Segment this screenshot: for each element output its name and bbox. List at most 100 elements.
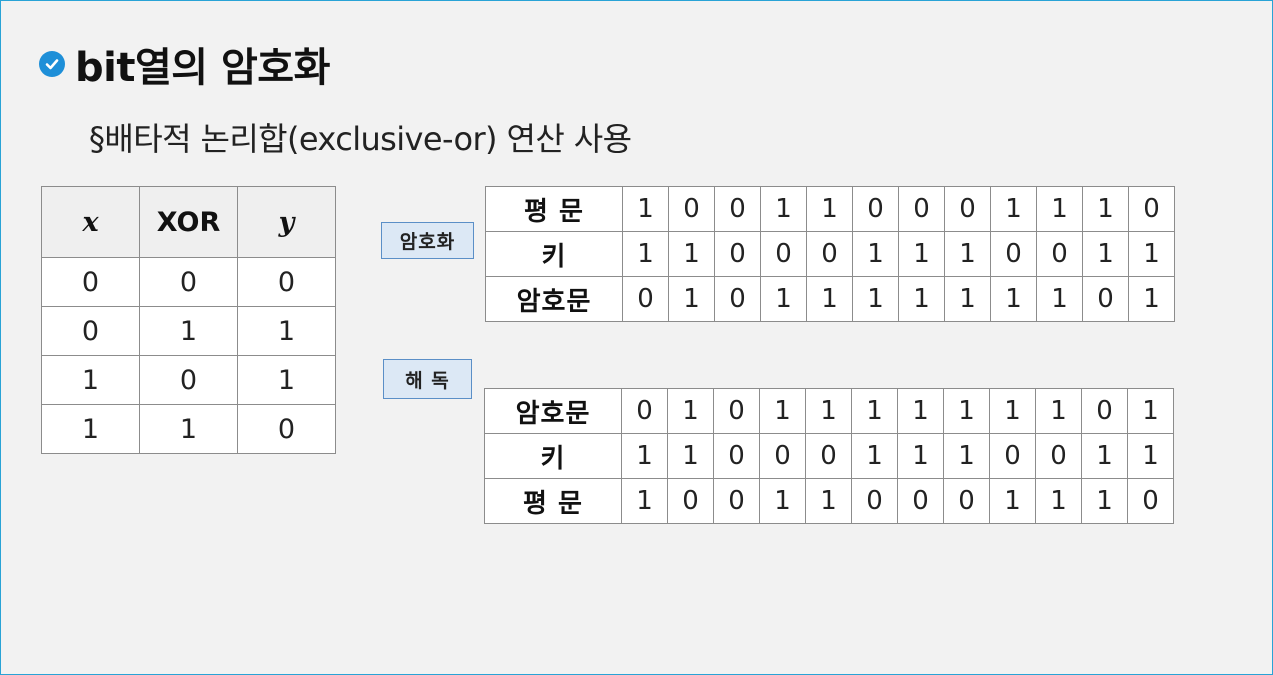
table-row: 0 0 0 xyxy=(41,257,336,307)
decryption-table: 암호문 0 1 0 1 1 1 1 1 1 1 0 1 키 1 1 0 0 0 xyxy=(484,388,1174,524)
xor-truth-table: x XOR y 0 0 0 0 1 1 1 0 1 1 1 xyxy=(41,186,336,454)
xor-cell: 0 xyxy=(139,355,238,405)
bit-cell: 0 xyxy=(667,478,714,524)
row-label: 키 xyxy=(484,433,622,479)
bit-cell: 0 xyxy=(897,478,944,524)
bit-cell: 0 xyxy=(851,478,898,524)
bit-cell: 0 xyxy=(1081,388,1128,434)
bit-cell: 1 xyxy=(668,276,715,322)
bit-cell: 0 xyxy=(990,231,1037,277)
bit-cell: 1 xyxy=(805,388,852,434)
bit-cell: 0 xyxy=(1036,231,1083,277)
bit-cell: 1 xyxy=(897,388,944,434)
bit-cell: 1 xyxy=(852,231,899,277)
xor-cell: 0 xyxy=(41,306,140,356)
row-label: 암호문 xyxy=(484,388,622,434)
xor-header-row: x XOR y xyxy=(41,186,336,258)
bit-cell: 0 xyxy=(1035,433,1082,479)
bit-cell: 1 xyxy=(622,186,669,232)
xor-cell: 1 xyxy=(41,404,140,454)
bit-cell: 1 xyxy=(1127,388,1174,434)
row-label: 평 문 xyxy=(485,186,623,232)
bit-cell: 1 xyxy=(1082,231,1129,277)
bit-cell: 0 xyxy=(668,186,715,232)
bit-cell: 1 xyxy=(667,388,714,434)
bit-cell: 1 xyxy=(1081,433,1128,479)
bit-cell: 0 xyxy=(714,276,761,322)
bit-cell: 1 xyxy=(621,478,668,524)
bit-cell: 0 xyxy=(806,231,853,277)
bit-cell: 1 xyxy=(851,388,898,434)
bit-cell: 0 xyxy=(1128,186,1175,232)
bit-cell: 1 xyxy=(1128,276,1175,322)
bit-cell: 1 xyxy=(944,276,991,322)
decryption-tag: 해 독 xyxy=(383,359,472,399)
bit-cell: 1 xyxy=(851,433,898,479)
key-row: 키 1 1 0 0 0 1 1 1 0 0 1 1 xyxy=(485,231,1175,277)
bit-cell: 0 xyxy=(898,186,945,232)
encryption-tag: 암호화 xyxy=(381,222,474,259)
bit-cell: 0 xyxy=(713,478,760,524)
bit-cell: 0 xyxy=(713,388,760,434)
xor-cell: 0 xyxy=(41,257,140,307)
bit-cell: 0 xyxy=(621,388,668,434)
bit-cell: 0 xyxy=(989,433,1036,479)
bit-cell: 1 xyxy=(805,478,852,524)
bit-cell: 0 xyxy=(944,186,991,232)
xor-cell: 0 xyxy=(237,404,336,454)
bit-cell: 1 xyxy=(1127,433,1174,479)
page-title: bit열의 암호화 xyxy=(39,35,330,93)
row-label: 키 xyxy=(485,231,623,277)
title-text: bit열의 암호화 xyxy=(75,45,330,91)
bit-cell: 1 xyxy=(806,276,853,322)
bit-cell: 1 xyxy=(990,276,1037,322)
bit-cell: 1 xyxy=(943,388,990,434)
bit-cell: 0 xyxy=(1127,478,1174,524)
subtitle: §배타적 논리합(exclusive-or) 연산 사용 xyxy=(89,120,632,158)
bit-cell: 1 xyxy=(944,231,991,277)
plaintext-row: 평 문 1 0 0 1 1 0 0 0 1 1 1 0 xyxy=(485,186,1175,232)
bit-cell: 0 xyxy=(622,276,669,322)
bit-cell: 1 xyxy=(852,276,899,322)
table-row: 1 0 1 xyxy=(41,355,336,405)
bit-cell: 0 xyxy=(760,231,807,277)
bit-cell: 1 xyxy=(989,388,1036,434)
xor-cell: 0 xyxy=(237,257,336,307)
check-circle-icon xyxy=(39,51,65,77)
bit-cell: 0 xyxy=(713,433,760,479)
bit-cell: 1 xyxy=(943,433,990,479)
encryption-table: 평 문 1 0 0 1 1 0 0 0 1 1 1 0 키 1 1 0 0 0 xyxy=(485,186,1175,322)
bit-cell: 0 xyxy=(852,186,899,232)
bit-cell: 1 xyxy=(1081,478,1128,524)
bit-cell: 1 xyxy=(898,276,945,322)
ciphertext-row: 암호문 0 1 0 1 1 1 1 1 1 1 0 1 xyxy=(485,276,1175,322)
bit-cell: 0 xyxy=(759,433,806,479)
xor-cell: 0 xyxy=(139,257,238,307)
bit-cell: 1 xyxy=(621,433,668,479)
bit-cell: 0 xyxy=(1082,276,1129,322)
xor-header-x: x xyxy=(41,186,140,258)
bit-cell: 1 xyxy=(990,186,1037,232)
xor-header-y: y xyxy=(237,186,336,258)
xor-cell: 1 xyxy=(41,355,140,405)
key-row: 키 1 1 0 0 0 1 1 1 0 0 1 1 xyxy=(484,433,1174,479)
row-label: 평 문 xyxy=(484,478,622,524)
xor-cell: 1 xyxy=(237,355,336,405)
bit-cell: 1 xyxy=(667,433,714,479)
xor-cell: 1 xyxy=(237,306,336,356)
bit-cell: 1 xyxy=(989,478,1036,524)
bit-cell: 1 xyxy=(1128,231,1175,277)
bit-cell: 1 xyxy=(1035,388,1082,434)
bit-cell: 0 xyxy=(714,231,761,277)
table-row: 1 1 0 xyxy=(41,404,336,454)
table-row: 0 1 1 xyxy=(41,306,336,356)
bit-cell: 1 xyxy=(759,388,806,434)
bit-cell: 0 xyxy=(805,433,852,479)
bit-cell: 0 xyxy=(714,186,761,232)
bit-cell: 1 xyxy=(760,276,807,322)
bit-cell: 1 xyxy=(1035,478,1082,524)
bit-cell: 1 xyxy=(622,231,669,277)
xor-header-op: XOR xyxy=(139,186,238,258)
bit-cell: 1 xyxy=(1036,276,1083,322)
